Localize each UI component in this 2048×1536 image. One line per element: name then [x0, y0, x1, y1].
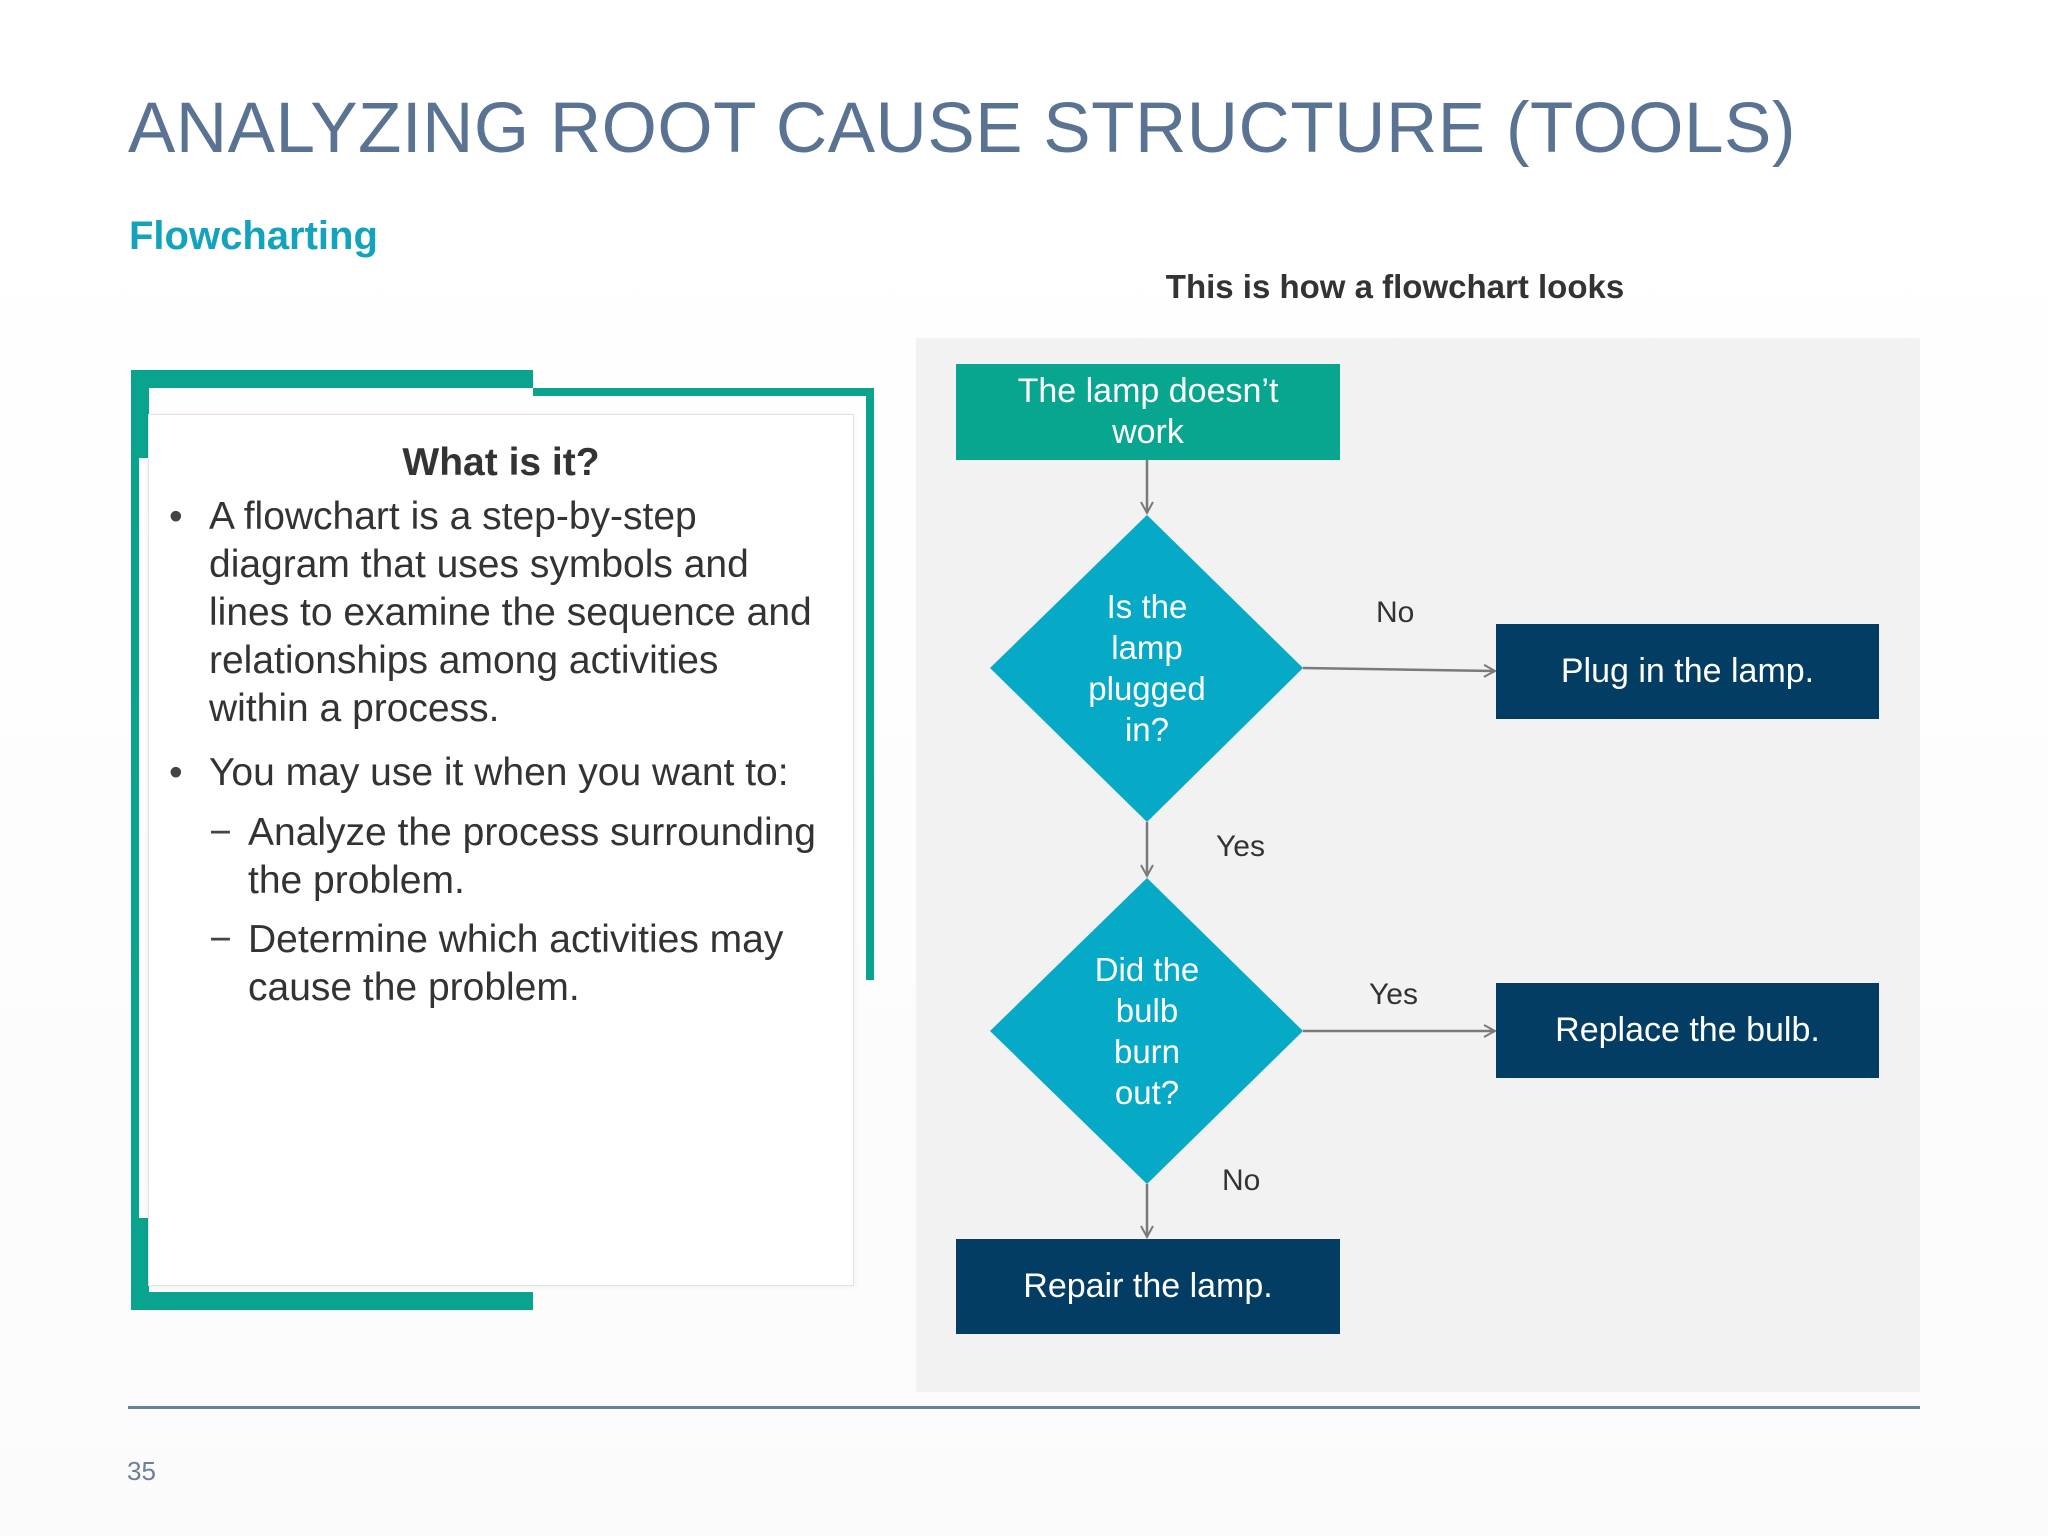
definition-card: What is it? • A flowchart is a step-by-s… [148, 414, 854, 1286]
decision-plugged-line-1: Is the [1106, 588, 1188, 625]
bullet-2-line-1: You may use it when you want to: [209, 751, 789, 794]
bullet-1-line-5: within a process. [209, 687, 500, 730]
decision-bulb-label: Did the bulb burn out? [1047, 949, 1247, 1113]
start-node: The lamp doesn’t work [956, 364, 1340, 460]
decision-diamond-bulb [990, 878, 1303, 1184]
replace-bulb-node: Replace the bulb. [1496, 983, 1879, 1078]
frame-bar-bottom [131, 1292, 533, 1310]
edge-label-d2-yes: Yes [1369, 978, 1418, 1011]
bullet-1-line-3: lines to examine the sequence and [209, 591, 812, 634]
sub-bullet-1-line-2: the problem. [248, 859, 465, 902]
bullet-marker: • [169, 495, 183, 538]
start-node-line-1: The lamp doesn’t [1017, 372, 1279, 410]
repair-lamp-node: Repair the lamp. [956, 1239, 1340, 1334]
sub-bullet-marker: − [209, 918, 232, 961]
frame-bar-left-bottom [131, 1218, 149, 1310]
decision-plugged-label: Is the lamp plugged in? [1047, 586, 1247, 750]
decision-bulb-line-4: out? [1114, 1074, 1180, 1111]
decision-bulb-line-3: burn [1113, 1033, 1181, 1070]
decision-plugged-line-4: in? [1124, 711, 1170, 748]
flowchart-caption: This is how a flowchart looks [1165, 268, 1625, 305]
slide-title: ANALYZING ROOT CAUSE STRUCTURE (TOOLS) [128, 89, 1796, 168]
decision-diamond-plugged [990, 515, 1303, 822]
start-node-line-2: work [1112, 413, 1184, 451]
edge-label-d1-no: No [1376, 596, 1415, 629]
footer-divider [128, 1406, 1920, 1409]
arrow-d1-no [1302, 668, 1495, 671]
page-number: 35 [127, 1456, 156, 1486]
plug-in-node: Plug in the lamp. [1496, 624, 1879, 719]
card-title: What is it? [402, 441, 600, 484]
edge-label-d2-no: No [1222, 1164, 1261, 1197]
frame-bar-right [866, 388, 874, 980]
bullet-1-line-1: A flowchart is a step-by-step [209, 495, 697, 538]
decision-bulb-line-1: Did the [1094, 951, 1200, 988]
sub-bullet-2-line-1: Determine which activities may [248, 918, 784, 961]
decision-bulb-line-2: bulb [1115, 992, 1179, 1029]
sub-bullet-marker: − [209, 811, 232, 854]
flowchart-panel [916, 338, 1920, 1392]
frame-bar-top-left [131, 370, 533, 388]
frame-bar-top-right [533, 388, 873, 396]
section-subtitle: Flowcharting [129, 214, 378, 258]
frame-bar-left-top [131, 370, 149, 458]
edge-label-d1-yes: Yes [1216, 830, 1265, 863]
bullet-1-line-4: relationships among activities [209, 639, 719, 682]
sub-bullet-1-line-1: Analyze the process surrounding [248, 811, 816, 854]
decision-plugged-line-3: plugged [1088, 670, 1206, 707]
bullet-marker: • [169, 751, 183, 794]
bullet-1-line-2: diagram that uses symbols and [209, 543, 749, 586]
sub-bullet-2-line-2: cause the problem. [248, 966, 580, 1009]
decision-plugged-line-2: lamp [1111, 629, 1183, 666]
frame-bar-left [131, 458, 139, 1218]
